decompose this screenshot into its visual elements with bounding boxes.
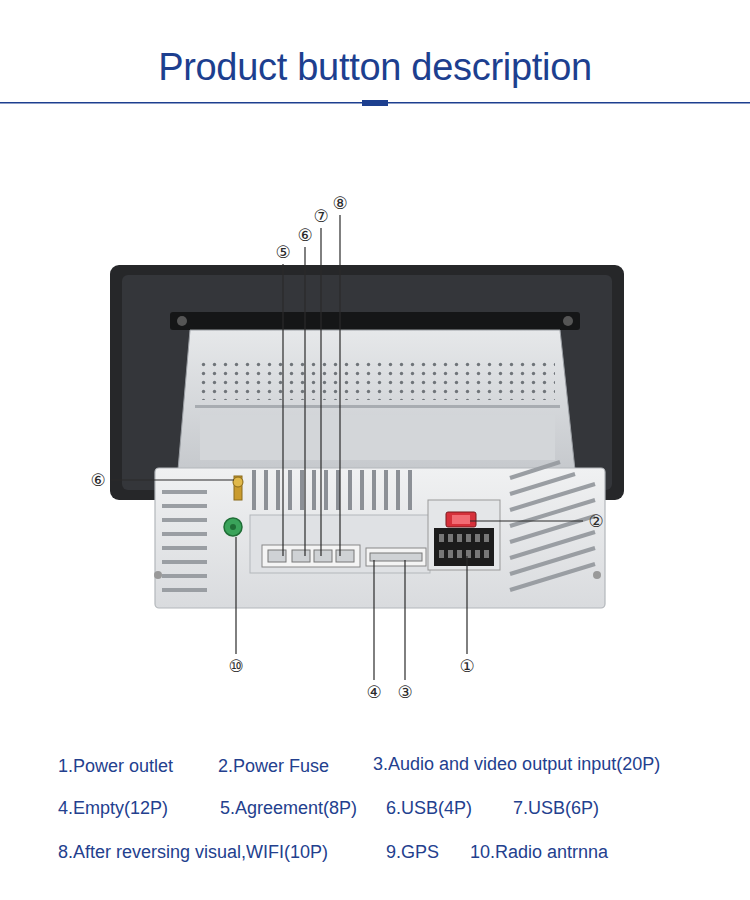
power-recess [428, 500, 500, 570]
screen-back [110, 265, 624, 500]
part-description: 7.USB(6P) [513, 799, 599, 817]
small-connectors [262, 545, 360, 567]
header-mark [362, 100, 388, 106]
page-title: Product button description [0, 46, 750, 89]
port [370, 553, 422, 561]
side-fins [510, 462, 595, 590]
part-description: 1.Power outlet [58, 757, 173, 775]
gps-socket [234, 476, 242, 500]
fuse [446, 512, 476, 527]
callout-number: ⑤ [275, 244, 290, 261]
part-description: 10.Radio antrnna [470, 843, 608, 861]
callout-number: ④ [366, 684, 381, 701]
callout-number: ⑦ [313, 208, 328, 225]
callout-number: ② [588, 513, 603, 530]
port [336, 550, 354, 562]
vent-fins [252, 470, 412, 510]
part-description: 8.After reversing visual,WIFI(10P) [58, 843, 328, 861]
rear-plate [155, 468, 605, 608]
screw [154, 571, 162, 579]
callout-number: ⑥ [90, 472, 105, 489]
part-description: 9.GPS [386, 843, 439, 861]
gps-socket-head [233, 477, 243, 487]
leader-lines [111, 215, 583, 680]
power-socket [434, 528, 494, 566]
callout-number: ⑥ [297, 227, 312, 244]
screw [563, 316, 573, 326]
part-description: 5.Agreement(8P) [220, 799, 357, 817]
part-description: 3.Audio and video output input(20P) [373, 755, 660, 773]
power-pins [439, 534, 489, 558]
side-fins [162, 490, 207, 592]
port [292, 550, 310, 562]
part-description: 2.Power Fuse [218, 757, 329, 775]
vent-holes [200, 360, 555, 400]
callout-number: ⑩ [228, 658, 243, 675]
callout-number: ⑧ [332, 195, 347, 212]
part-description: 4.Empty(12P) [58, 799, 168, 817]
radio-socket [224, 518, 242, 536]
fuse-window [452, 515, 470, 524]
callout-number: ③ [397, 684, 412, 701]
cover-edge [195, 405, 560, 408]
port [314, 550, 332, 562]
mount-bar [170, 312, 580, 330]
cover-side [200, 415, 555, 460]
callout-number: ① [459, 658, 474, 675]
radio-socket-pin [230, 524, 236, 530]
metal-cover [178, 330, 575, 470]
part-description: 6.USB(4P) [386, 799, 472, 817]
av-connector [366, 548, 426, 566]
screen-inner [122, 275, 612, 490]
screw [593, 571, 601, 579]
screw [177, 316, 187, 326]
